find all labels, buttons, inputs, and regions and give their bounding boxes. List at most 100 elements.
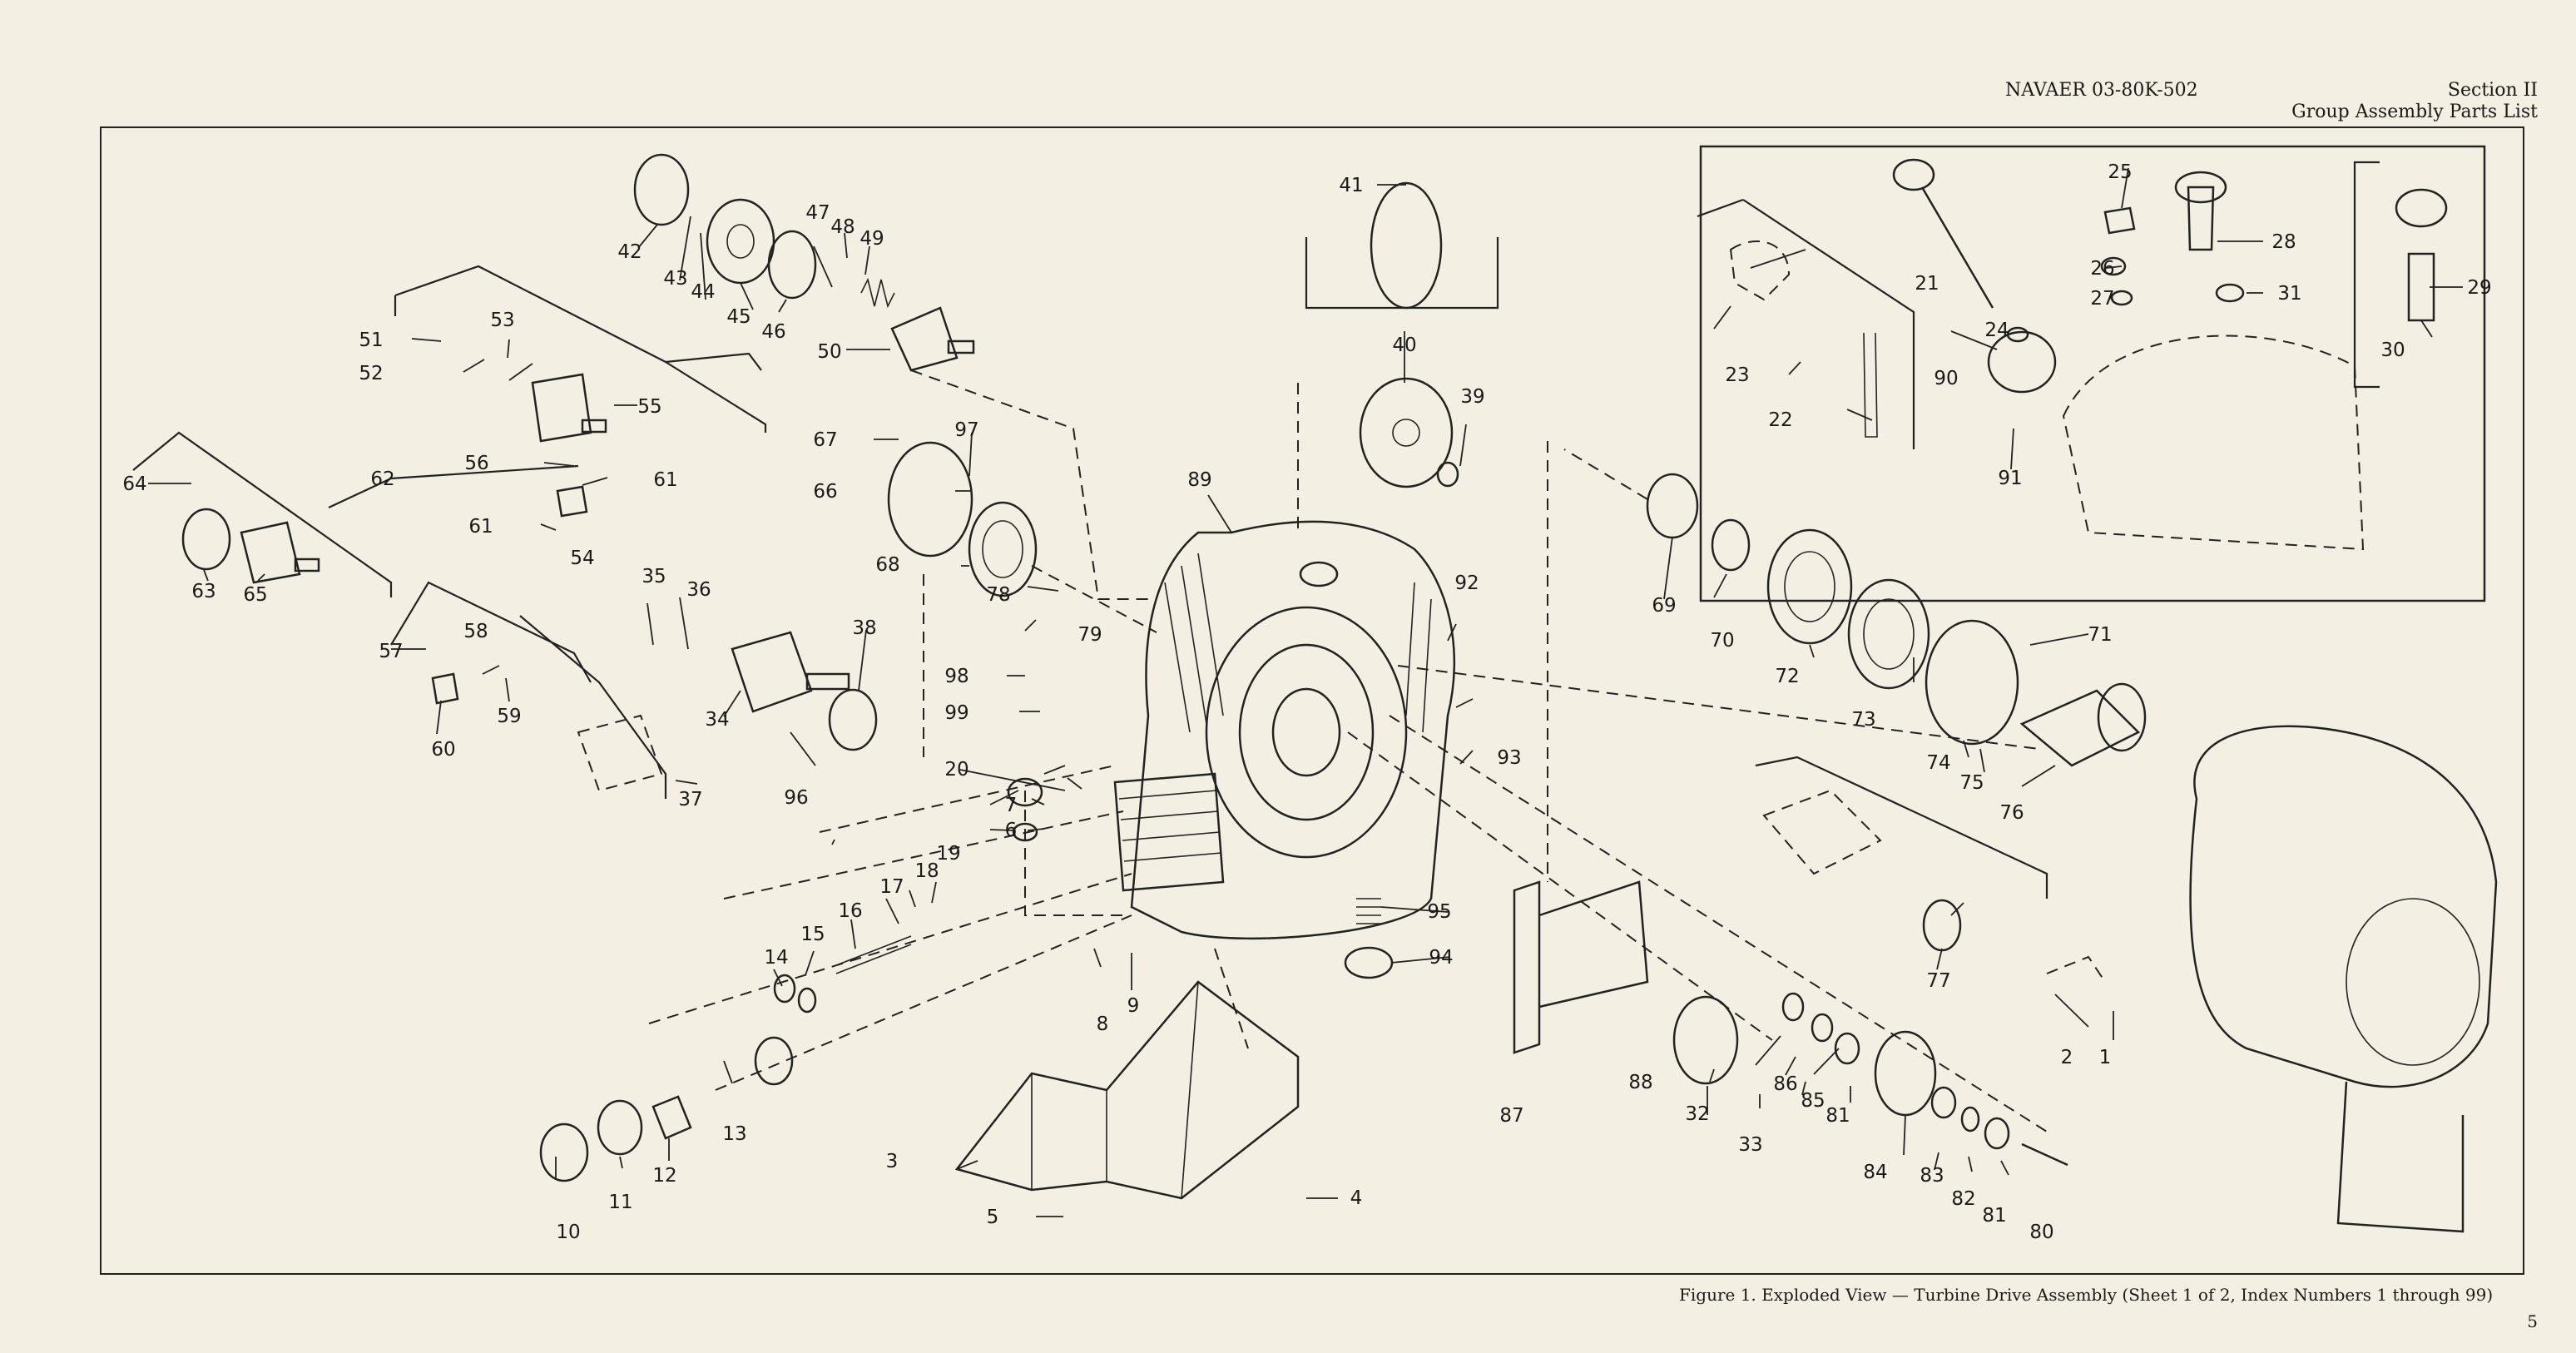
callout-78: 78 bbox=[986, 584, 1010, 606]
callout-39: 39 bbox=[1460, 386, 1484, 408]
callout-56: 56 bbox=[464, 453, 488, 474]
callout-5: 5 bbox=[987, 1207, 999, 1228]
callout-77: 77 bbox=[1926, 970, 1950, 992]
callout-17: 17 bbox=[879, 876, 904, 898]
callout-61: 61 bbox=[653, 469, 677, 491]
callout-45: 45 bbox=[726, 306, 751, 328]
callout-74: 74 bbox=[1926, 752, 1950, 774]
callout-28: 28 bbox=[2271, 231, 2296, 253]
callout-71: 71 bbox=[2088, 624, 2112, 646]
callout-27: 27 bbox=[2090, 288, 2114, 310]
callout-29: 29 bbox=[2467, 277, 2491, 299]
gearbox-housing bbox=[1113, 520, 1456, 940]
exploded-parts bbox=[181, 153, 2498, 1233]
callout-54: 54 bbox=[570, 548, 594, 569]
figure-caption: Figure 1. Exploded View — Turbine Drive … bbox=[1679, 1285, 2494, 1305]
callout-82: 82 bbox=[1951, 1188, 1975, 1210]
callout-69: 69 bbox=[1652, 595, 1676, 617]
callout-76: 76 bbox=[1999, 802, 2024, 824]
callout-70: 70 bbox=[1710, 630, 1734, 652]
callout-55: 55 bbox=[637, 396, 661, 418]
callout-49: 49 bbox=[859, 228, 884, 250]
callout-53: 53 bbox=[490, 310, 514, 331]
callout-91: 91 bbox=[1998, 468, 2022, 489]
callout-97: 97 bbox=[954, 419, 978, 441]
callout-14: 14 bbox=[764, 947, 788, 969]
callout-95: 95 bbox=[1427, 901, 1451, 923]
callout-25: 25 bbox=[2108, 161, 2132, 183]
callout-88: 88 bbox=[1628, 1072, 1652, 1093]
callout-90: 90 bbox=[1934, 368, 1958, 389]
callout-32: 32 bbox=[1685, 1103, 1709, 1125]
callout-33: 33 bbox=[1738, 1134, 1762, 1156]
callout-51: 51 bbox=[359, 330, 383, 351]
callout-40: 40 bbox=[1392, 335, 1416, 356]
leader-lines bbox=[148, 167, 2463, 1217]
callout-46: 46 bbox=[761, 321, 785, 343]
callout-98: 98 bbox=[944, 666, 968, 687]
callout-26: 26 bbox=[2090, 258, 2114, 280]
callout-66: 66 bbox=[813, 481, 837, 503]
callout-15: 15 bbox=[800, 924, 825, 945]
callout-99: 99 bbox=[944, 702, 968, 724]
section-header: Section II Group Assembly Parts List bbox=[2291, 80, 2538, 123]
callout-labels: 1 2 3 4 5 6 7 8 9 10 11 12 13 14 15 16 1… bbox=[122, 161, 2491, 1243]
callout-34: 34 bbox=[705, 709, 729, 731]
callout-84: 84 bbox=[1863, 1162, 1887, 1183]
callout-59: 59 bbox=[497, 706, 521, 727]
callout-72: 72 bbox=[1775, 666, 1799, 687]
callout-36: 36 bbox=[686, 579, 711, 601]
callout-43: 43 bbox=[663, 268, 687, 290]
callout-81: 81 bbox=[1982, 1205, 2006, 1227]
callout-24: 24 bbox=[1984, 320, 2009, 341]
callout-42: 42 bbox=[617, 241, 642, 263]
callout-38: 38 bbox=[852, 617, 876, 639]
callout-20: 20 bbox=[944, 759, 968, 781]
callout-96: 96 bbox=[784, 787, 808, 809]
callout-67: 67 bbox=[813, 429, 837, 451]
callout-35: 35 bbox=[642, 566, 666, 587]
callout-48: 48 bbox=[830, 216, 855, 238]
section-title: Group Assembly Parts List bbox=[2291, 102, 2538, 122]
callout-7: 7 bbox=[1005, 795, 1018, 816]
callout-64: 64 bbox=[122, 473, 146, 495]
callout-93: 93 bbox=[1497, 747, 1521, 769]
callout-4: 4 bbox=[1350, 1187, 1363, 1209]
callout-1: 1 bbox=[2099, 1047, 2112, 1068]
callout-92: 92 bbox=[1454, 572, 1479, 594]
mounting-bracket bbox=[954, 980, 1300, 1200]
callout-79: 79 bbox=[1077, 624, 1102, 646]
callout-85: 85 bbox=[1801, 1090, 1825, 1112]
callout-31: 31 bbox=[2277, 283, 2301, 305]
callout-65: 65 bbox=[243, 584, 267, 606]
callout-18: 18 bbox=[914, 860, 939, 882]
callout-11: 11 bbox=[608, 1192, 632, 1213]
document-number: NAVAER 03-80K-502 bbox=[2005, 80, 2198, 101]
callout-3: 3 bbox=[886, 1151, 899, 1172]
callout-19: 19 bbox=[936, 843, 960, 865]
callout-10: 10 bbox=[556, 1222, 580, 1243]
section-label: Section II bbox=[2447, 80, 2538, 101]
group-brackets bbox=[132, 161, 2380, 899]
callout-44: 44 bbox=[691, 281, 715, 303]
callout-81: 81 bbox=[1825, 1105, 1850, 1127]
page-number: 5 bbox=[2527, 1311, 2538, 1331]
callout-52: 52 bbox=[359, 363, 383, 384]
callout-30: 30 bbox=[2380, 339, 2405, 361]
callout-9: 9 bbox=[1127, 995, 1140, 1017]
callout-75: 75 bbox=[1959, 772, 1984, 794]
callout-60: 60 bbox=[431, 739, 455, 761]
callout-41: 41 bbox=[1339, 175, 1363, 196]
callout-2: 2 bbox=[2061, 1047, 2073, 1068]
callout-22: 22 bbox=[1768, 409, 1792, 431]
callout-23: 23 bbox=[1725, 364, 1749, 386]
callout-58: 58 bbox=[463, 621, 488, 642]
callout-37: 37 bbox=[678, 789, 702, 810]
callout-73: 73 bbox=[1851, 709, 1875, 731]
callout-87: 87 bbox=[1499, 1105, 1523, 1127]
callout-94: 94 bbox=[1429, 947, 1453, 969]
figure-frame bbox=[100, 126, 2524, 1275]
callout-16: 16 bbox=[838, 900, 862, 922]
callout-83: 83 bbox=[1920, 1165, 1944, 1187]
